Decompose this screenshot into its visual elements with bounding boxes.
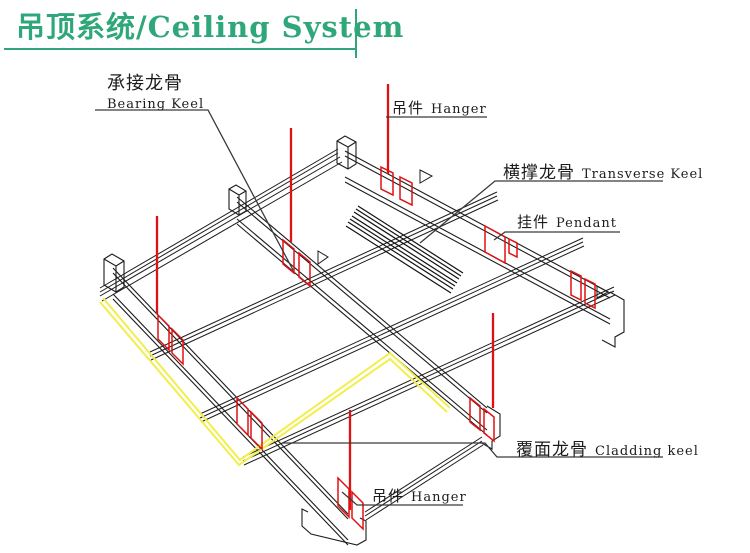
keel-end-cap: [228, 184, 247, 216]
label-cladding-keel: 覆面龙骨 Cladding keel: [516, 435, 699, 460]
label-hanger-bottom-en: Hanger: [411, 490, 467, 505]
channel-end-profile: [301, 508, 367, 546]
bearing-keel-leader: [95, 109, 294, 271]
label-bearing-keel-en: Bearing Keel: [107, 97, 205, 112]
transverse-keel-leader: [419, 180, 663, 244]
title-vertical-rule: [355, 9, 357, 58]
label-hanger-bottom: 吊件 Hanger: [372, 485, 467, 506]
pendant-hooks: [317, 169, 610, 299]
hanger-clips: [157, 165, 596, 531]
label-bearing-keel-zh: 承接龙骨: [107, 73, 183, 94]
keel-middle: [228, 184, 501, 450]
label-hanger-bottom-zh: 吊件: [372, 487, 405, 505]
transverse-keel-lines: [345, 205, 464, 294]
hanger-bottom-leader: [341, 491, 463, 506]
keel-end-cap: [336, 135, 357, 170]
keel-c-end: [601, 291, 625, 348]
pendant-leader: [493, 231, 620, 241]
label-cladding-keel-zh: 覆面龙骨: [516, 440, 588, 460]
label-transverse-keel-zh: 横撑龙骨: [503, 163, 575, 183]
label-bearing-keel: 承接龙骨 Bearing Keel: [107, 69, 204, 112]
label-hanger-top-zh: 吊件: [392, 99, 425, 117]
label-pendant-en: Pendant: [556, 216, 617, 231]
edge-banding-yellow: [99, 297, 451, 467]
label-transverse-keel-en: Transverse Keel: [582, 167, 704, 182]
page-title: 吊顶系统/Ceiling System: [16, 10, 405, 44]
label-pendant-zh: 挂件: [517, 213, 550, 231]
label-hanger-top-en: Hanger: [431, 102, 487, 117]
title-underline: [4, 48, 357, 50]
label-cladding-keel-en: Cladding keel: [595, 444, 699, 459]
label-transverse-keel: 横撑龙骨 Transverse Keel: [503, 158, 703, 183]
cladding-keel-leader: [282, 442, 663, 458]
leader-lines: [95, 109, 663, 506]
keel-end-cap: [103, 253, 125, 293]
pendant-clip: [484, 224, 506, 265]
bearing-keel-top: [336, 135, 625, 348]
keel-left: [103, 253, 367, 546]
label-hanger-top: 吊件 Hanger: [392, 97, 487, 118]
hanger-rods: [155, 84, 495, 510]
label-pendant: 挂件 Pendant: [517, 211, 617, 232]
keel-c-end: [479, 405, 501, 450]
